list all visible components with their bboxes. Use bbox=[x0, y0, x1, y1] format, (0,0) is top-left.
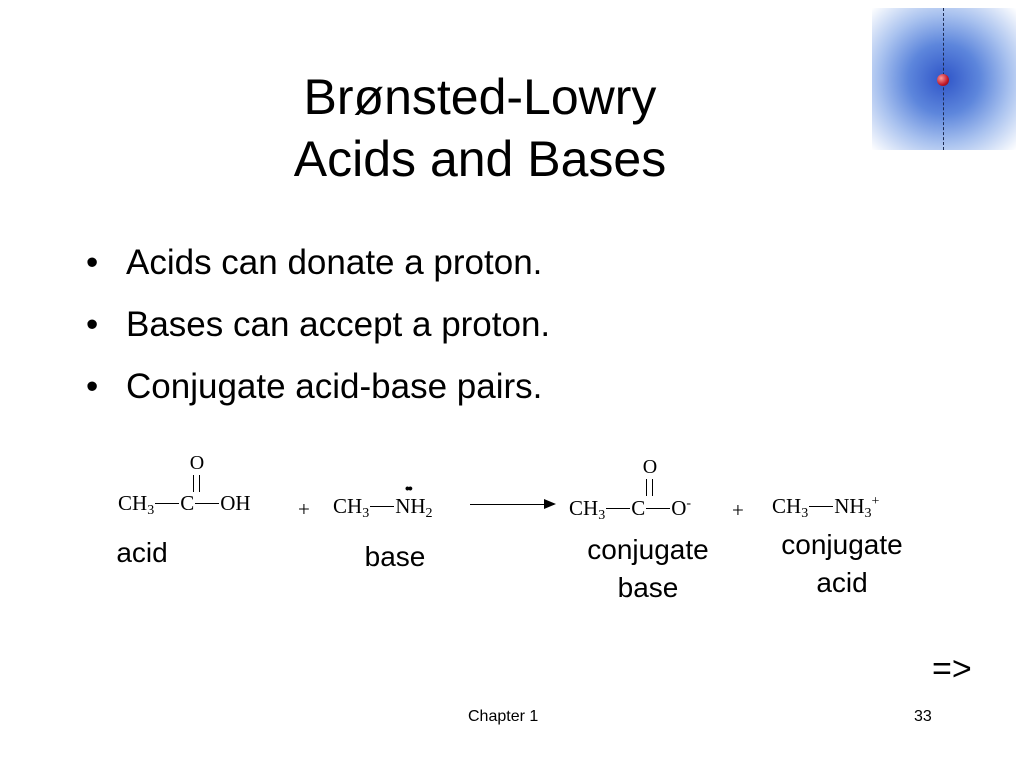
conj-base-label: conjugate base bbox=[568, 531, 728, 607]
acid-double-bond bbox=[193, 475, 200, 492]
formula-text: OH bbox=[220, 491, 251, 515]
formula-subscript: 3 bbox=[864, 506, 872, 521]
bullet-icon: • bbox=[86, 243, 99, 282]
formula-text: CH bbox=[569, 496, 599, 520]
formula-subscript: 3 bbox=[362, 506, 370, 521]
bullet-text: Conjugate acid-base pairs. bbox=[126, 367, 543, 406]
formula-text: C bbox=[180, 491, 195, 515]
conj-base-label-line2: base bbox=[617, 572, 679, 603]
formula-text: H bbox=[410, 494, 426, 518]
conj-base-double-bond bbox=[646, 479, 653, 496]
lone-pair-icon: •• bbox=[405, 480, 413, 496]
single-bond bbox=[809, 506, 834, 507]
acid-carbonyl-oxygen: O bbox=[189, 452, 205, 474]
base-label: base bbox=[364, 541, 426, 572]
single-bond bbox=[195, 503, 220, 504]
single-bond bbox=[155, 503, 180, 504]
single-bond bbox=[646, 508, 671, 509]
formula-subscript: 2 bbox=[425, 506, 433, 521]
formula-subscript: 3 bbox=[147, 503, 155, 518]
corner-decoration bbox=[872, 8, 1016, 150]
bullet-text: Bases can accept a proton. bbox=[126, 305, 551, 344]
conj-base-carbonyl-oxygen: O bbox=[642, 456, 658, 478]
conj-acid-label-line1: conjugate bbox=[781, 529, 903, 560]
reaction-arrow bbox=[470, 499, 556, 509]
plus-sign: + bbox=[298, 497, 310, 521]
conj-acid-label: conjugate acid bbox=[762, 526, 922, 602]
formula-subscript: 3 bbox=[598, 508, 606, 523]
bullet-item: • Bases can accept a proton. bbox=[86, 294, 550, 356]
bullet-text: Acids can donate a proton. bbox=[126, 243, 543, 282]
acid-label: acid bbox=[116, 537, 168, 568]
bullet-item: • Acids can donate a proton. bbox=[86, 232, 550, 294]
slide-title: Brønsted-Lowry Acids and Bases bbox=[180, 66, 780, 190]
footer-chapter: Chapter 1 bbox=[468, 708, 539, 725]
formula-text: N bbox=[395, 494, 411, 518]
title-line-1: Brønsted-Lowry bbox=[303, 69, 657, 125]
acid-formula: CH3 C OH bbox=[118, 491, 251, 519]
next-slide-link[interactable]: => bbox=[932, 650, 972, 688]
formula-text: C bbox=[631, 496, 646, 520]
bullet-icon: • bbox=[86, 305, 99, 344]
charge-superscript: - bbox=[686, 496, 692, 511]
formula-text: NH bbox=[834, 494, 865, 518]
formula-subscript: 3 bbox=[801, 506, 809, 521]
bullet-icon: • bbox=[86, 367, 99, 406]
formula-text: CH bbox=[772, 494, 802, 518]
footer-page-number: 33 bbox=[914, 708, 932, 725]
base-formula: CH3 NH2 bbox=[333, 494, 433, 522]
formula-text: CH bbox=[118, 491, 148, 515]
conj-base-label-line1: conjugate bbox=[587, 534, 709, 565]
formula-text: O bbox=[671, 496, 687, 520]
single-bond bbox=[370, 506, 395, 507]
single-bond bbox=[606, 508, 631, 509]
proton-ball-icon bbox=[937, 74, 949, 86]
charge-superscript: + bbox=[871, 494, 880, 509]
arrow-head-icon bbox=[544, 499, 556, 509]
bullet-list: • Acids can donate a proton. • Bases can a… bbox=[86, 232, 550, 418]
conj-acid-label-line2: acid bbox=[816, 567, 868, 598]
plus-sign: + bbox=[732, 498, 744, 522]
conj-base-formula: CH3 C O- bbox=[569, 496, 691, 524]
formula-text: CH bbox=[333, 494, 363, 518]
title-line-2: Acids and Bases bbox=[293, 131, 667, 187]
bullet-item: • Conjugate acid-base pairs. bbox=[86, 356, 550, 418]
